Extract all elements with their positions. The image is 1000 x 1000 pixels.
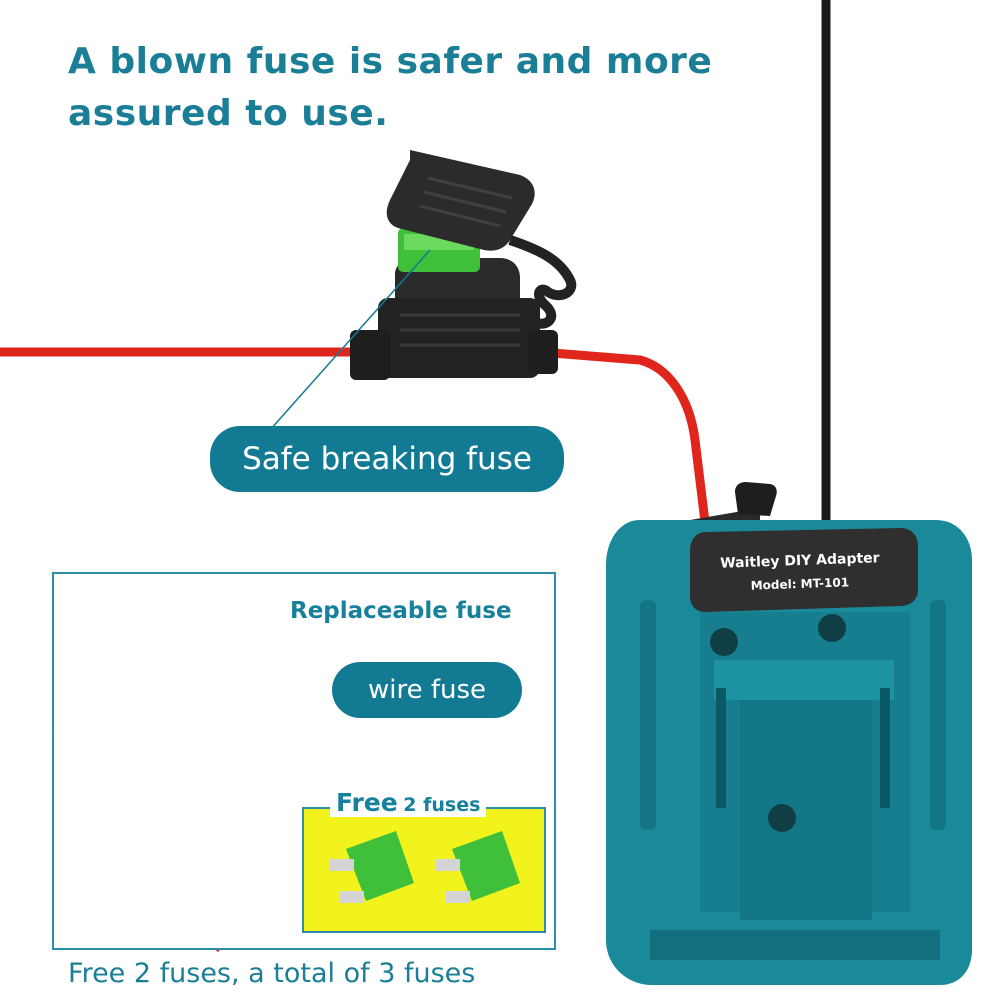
free-fuses-label: Free 2 fuses [330,788,487,817]
free-fuse-2 [436,831,520,903]
footer-note: Free 2 fuses, a total of 3 fuses [68,958,476,989]
free-label-small: 2 fuses [403,794,481,816]
red-wire-right [539,347,711,531]
free-fuses-illustration [330,831,520,903]
headline-line-2: assured to use. [68,93,389,134]
safe-fuse-callout: Safe breaking fuse [210,426,564,492]
free-fuse-1 [330,831,414,903]
wire-fuse-callout: wire fuse [332,662,522,718]
free-fuses-box [302,807,546,933]
fuse-holder-main [350,150,577,380]
headline: A blown fuse is safer and more assured t… [68,36,748,140]
adapter-model-text: Model: MT-101 [750,575,849,592]
adapter-body [606,482,972,985]
free-label-big: Free [336,788,398,817]
replaceable-fuse-title: Replaceable fuse [290,598,512,624]
adapter-brand-text: Waitley DIY Adapter [720,550,880,572]
callout-pointer-main [269,249,431,431]
headline-line-1: A blown fuse is safer and more [68,41,713,82]
